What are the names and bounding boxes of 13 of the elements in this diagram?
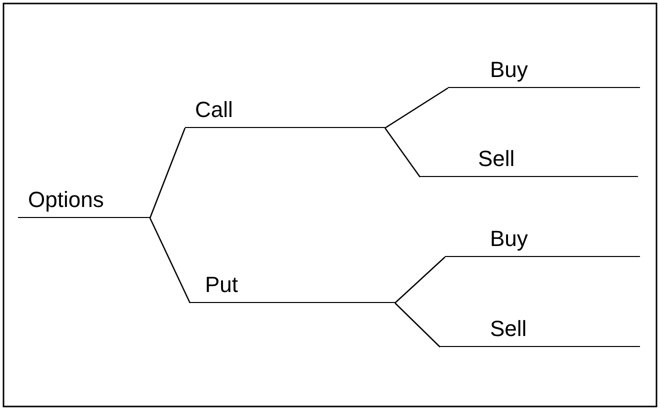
branch-connector	[384, 128, 421, 178]
branch-connector	[149, 218, 191, 304]
branch-label: Buy	[490, 57, 528, 83]
branch-connector	[394, 302, 440, 348]
branch-label: Buy	[490, 226, 528, 252]
branch-label: Options	[28, 187, 104, 213]
branch-label: Put	[205, 272, 238, 298]
branch-connector	[149, 128, 186, 218]
branch-connector	[394, 256, 446, 304]
branch-connector	[384, 87, 448, 129]
branch-label: Sell	[478, 146, 515, 172]
branch-label: Sell	[490, 316, 527, 342]
branch-label: Call	[195, 97, 233, 123]
